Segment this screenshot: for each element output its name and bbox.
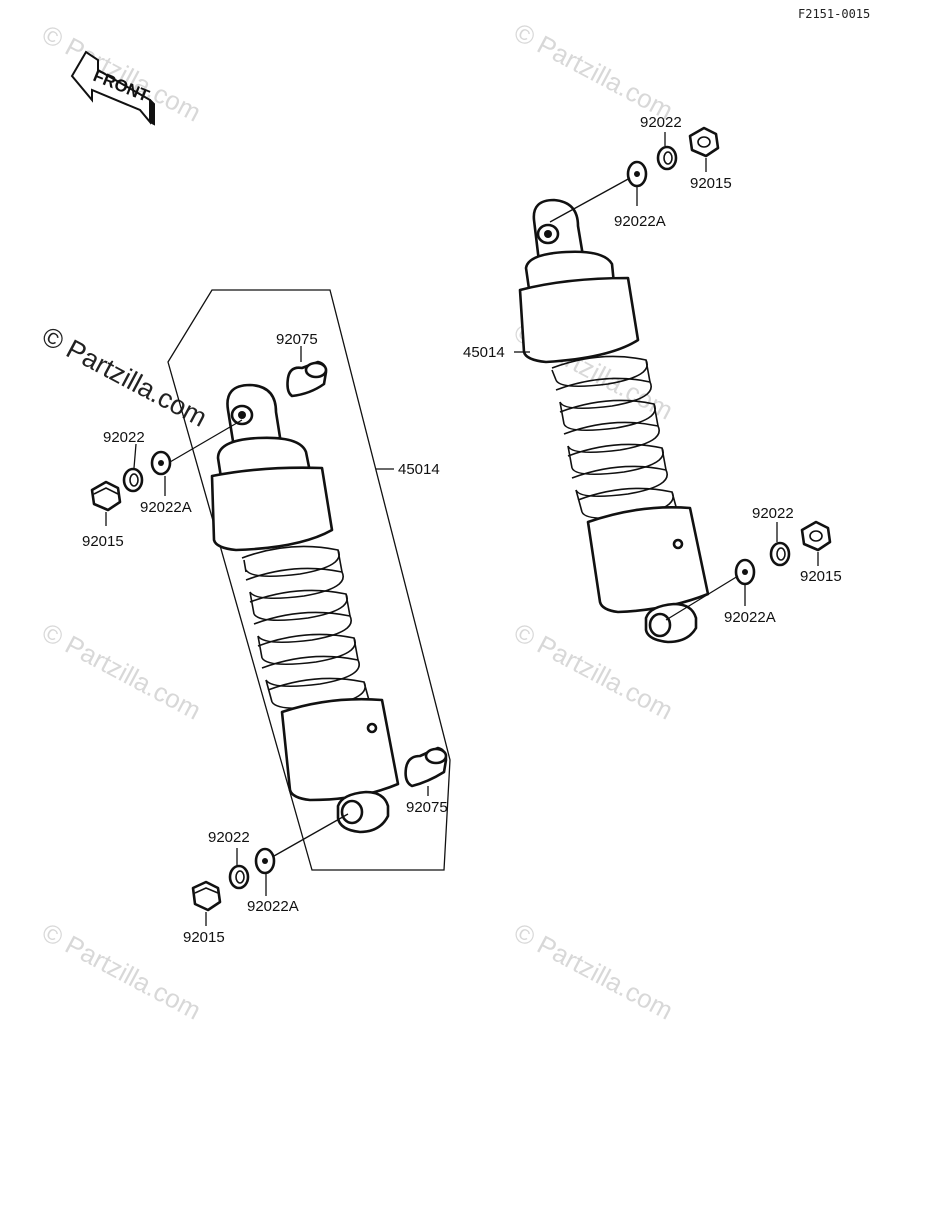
label-left-top-bushing: 92075	[276, 331, 318, 348]
right-shock-absorber	[518, 198, 710, 644]
right-top-washer	[626, 160, 648, 188]
leader-lines	[105, 132, 819, 926]
label-left-bottom-washer: 92022A	[247, 898, 299, 915]
watermark: © Partzilla.com	[509, 17, 678, 126]
right-bottom-nut	[800, 520, 832, 552]
left-top-washer	[150, 450, 172, 476]
left-top-nut	[90, 480, 122, 512]
label-left-top-nut: 92015	[82, 533, 124, 550]
label-left-top-collar: 92022	[103, 429, 145, 446]
label-right-top-washer: 92022A	[614, 213, 666, 230]
label-right-bottom-nut: 92015	[800, 568, 842, 585]
label-left-bottom-nut: 92015	[183, 929, 225, 946]
right-bottom-washer	[734, 558, 756, 586]
left-kit-outline	[167, 289, 451, 871]
label-left-bottom-collar: 92022	[208, 829, 250, 846]
right-top-nut	[688, 126, 720, 158]
watermark: © Partzilla.com	[509, 917, 678, 1026]
right-top-collar	[656, 145, 678, 171]
watermark: © Partzilla.com	[37, 617, 206, 726]
label-right-assembly: 45014	[463, 344, 505, 361]
left-bottom-nut	[191, 880, 222, 912]
left-bottom-washer	[254, 847, 276, 875]
left-bottom-collar	[228, 864, 250, 890]
label-left-bottom-bushing: 92075	[406, 799, 448, 816]
label-right-top-collar: 92022	[640, 114, 682, 131]
part-labels: 92075 45014 92022 92022A 92015 92075 920…	[82, 114, 842, 946]
label-right-bottom-collar: 92022	[752, 505, 794, 522]
watermark: © Partzilla.com	[37, 19, 206, 128]
label-left-assembly: 45014	[398, 461, 440, 478]
label-left-top-washer: 92022A	[140, 499, 192, 516]
watermark: © Partzilla.com	[37, 917, 206, 1026]
label-right-top-nut: 92015	[690, 175, 732, 192]
watermark-dark: © Partzilla.com	[37, 321, 212, 433]
left-shock-absorber	[210, 383, 400, 834]
right-bottom-collar	[769, 541, 791, 567]
reference-code: F2151-0015	[798, 7, 870, 21]
watermarks: © Partzilla.com © Partzilla.com © Partzi…	[37, 17, 678, 1026]
left-top-collar	[122, 467, 144, 493]
label-right-bottom-washer: 92022A	[724, 609, 776, 626]
left-bottom-bushing	[404, 746, 448, 788]
left-top-bushing	[286, 360, 328, 398]
